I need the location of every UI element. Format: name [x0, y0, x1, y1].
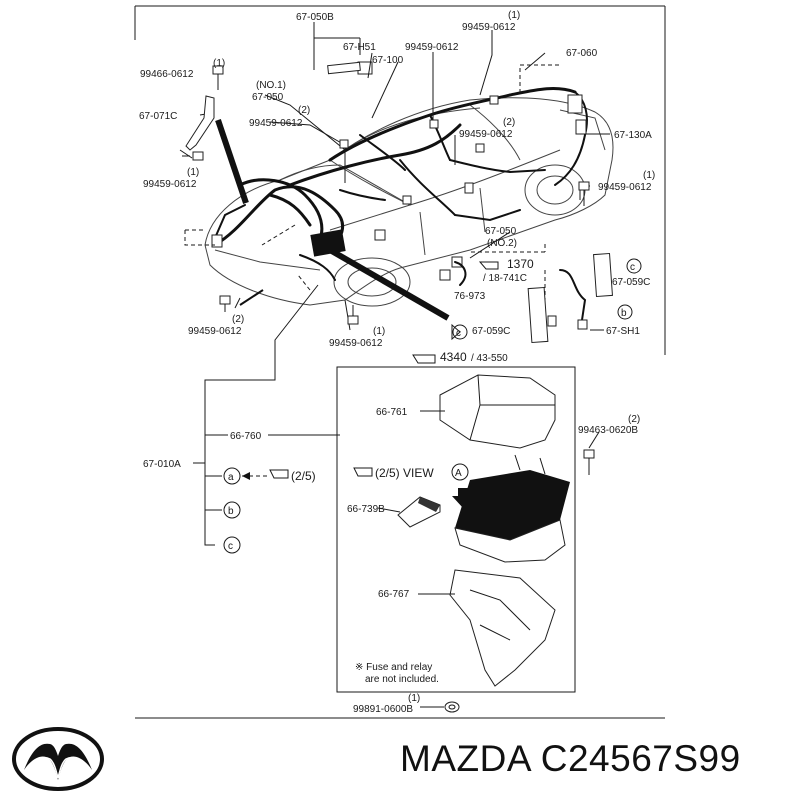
ref-18-741C: / 18-741C [483, 273, 527, 284]
svg-text:b: b [621, 308, 627, 319]
fuse-box-detail: A 66-761 (2) 99463-0620B (2/5) VIEW 66-7… [347, 374, 640, 687]
label-99459-0612: 99459-0612 [249, 118, 303, 129]
label-99891-0600B: 99891-0600B [353, 704, 413, 715]
label-67-050B: 67-050B [296, 12, 334, 23]
svg-text:c: c [228, 541, 233, 552]
label-67-010A: 67-010A [143, 459, 181, 470]
brand-part-number: MAZDA C24567S99 [400, 738, 741, 780]
part-number: C24567S99 [540, 738, 741, 779]
part-labels: 67-050B (1) 99459-0612 67-H51 99459-0612… [139, 10, 655, 364]
label-q: (1) [187, 167, 199, 178]
label-99459-0612: 99459-0612 [329, 338, 383, 349]
svg-text:A: A [455, 468, 462, 479]
arrow-view-A [452, 488, 474, 508]
label-99459-0612: 99459-0612 [462, 22, 516, 33]
label-99459-0612: 99459-0612 [459, 129, 513, 140]
label-76-973: 76-973 [454, 291, 486, 302]
label-67-050: 67-050 [252, 92, 284, 103]
pointing-hand-icon [269, 261, 499, 479]
harness-sweep-1 [215, 119, 249, 204]
ref-2-5: (2/5) [291, 469, 316, 483]
label-99459-0612: 99459-0612 [188, 326, 242, 337]
label-99459-0612: 99459-0612 [143, 179, 197, 190]
bolt-icon [182, 65, 590, 325]
label-67-130A: 67-130A [614, 130, 652, 141]
label-67-059C: 67-059C [472, 326, 510, 337]
junction-box-mark [310, 229, 346, 257]
cover-66-761 [439, 374, 556, 449]
side-harness [439, 252, 613, 344]
ref-43-550: / 43-550 [471, 353, 508, 364]
callout-lines [179, 22, 610, 331]
note-line-2: are not included. [365, 674, 439, 685]
bracket-67-071C [185, 95, 215, 151]
label-67-071C: 67-071C [139, 111, 177, 122]
label-66-767: 66-767 [378, 589, 410, 600]
label-q: (2) [503, 117, 515, 128]
label-no1: (NO.1) [256, 80, 286, 91]
label-99459-0612: 99459-0612 [405, 42, 459, 53]
label-q: (2) [628, 414, 640, 425]
fuse-block-66-760 [455, 470, 570, 540]
label-q: (1) [373, 326, 385, 337]
label-99466-0612: 99466-0612 [140, 69, 194, 80]
harness-sweep-2 [328, 247, 450, 321]
svg-text:c: c [456, 328, 461, 339]
grommet-icon: (1) 99891-0600B [353, 693, 460, 715]
label-67-H51: 67-H51 [343, 42, 376, 53]
label-67-050: 67-050 [485, 226, 517, 237]
brand-name: MAZDA [400, 738, 530, 779]
label-view: (2/5) VIEW [375, 466, 434, 480]
label-67-060: 67-060 [566, 48, 598, 59]
label-q: (1) [643, 170, 655, 181]
label-q: (1) [508, 10, 520, 21]
bracket-66-767 [449, 569, 556, 687]
label-q: (1) [213, 58, 225, 69]
harness-tree: a b c 66-760 67-010A (2/5) [143, 284, 340, 554]
label-q: (2) [298, 105, 310, 116]
label-67-100: 67-100 [372, 55, 404, 66]
label-q: (2) [232, 314, 244, 325]
svg-text:b: b [228, 506, 234, 517]
label-99463-0620B: 99463-0620B [578, 425, 638, 436]
ref-1370: 1370 [507, 257, 534, 271]
circle-markers-top: c b c [451, 258, 642, 341]
label-67-SH1: 67-SH1 [606, 326, 640, 337]
label-99459-0612: 99459-0612 [598, 182, 652, 193]
label-66-760: 66-760 [230, 431, 262, 442]
svg-text:a: a [228, 472, 234, 483]
mazda-logo-icon [12, 727, 104, 791]
note-line-1: ※ Fuse and relay [355, 662, 432, 673]
svg-text:c: c [630, 262, 635, 273]
wiring-harness [211, 61, 588, 321]
label-q: (1) [408, 693, 420, 704]
label-67-059C: 67-059C [612, 277, 650, 288]
label-66-761: 66-761 [376, 407, 408, 418]
ref-4340: 4340 [440, 350, 467, 364]
label-66-739B: 66-739B [347, 504, 385, 515]
label-no2: (NO.2) [487, 238, 517, 249]
fuse-box-detail-frame [336, 366, 576, 693]
